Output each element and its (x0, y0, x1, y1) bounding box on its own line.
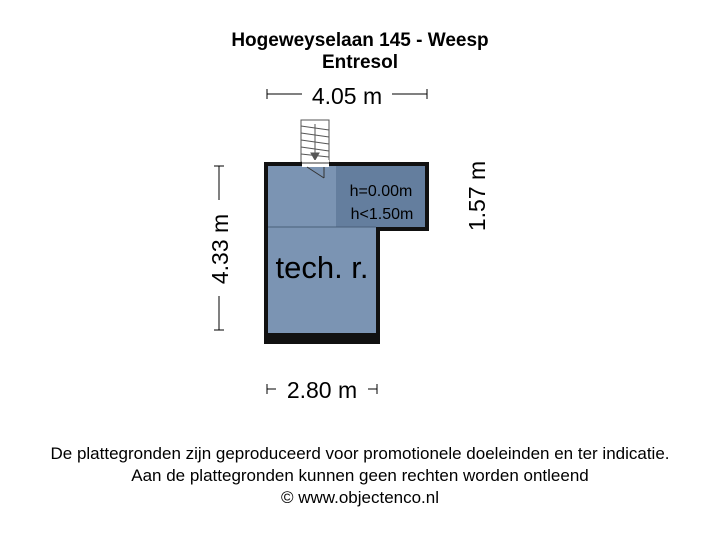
staircase-icon (300, 119, 330, 163)
floor-name: Entresol (321, 52, 399, 73)
low-height-zone (336, 166, 425, 227)
dimension-top-label: 4.05 m (312, 83, 382, 109)
dimension-bottom (266, 384, 378, 394)
disclaimer-line-1: De plattegronden zijn geproduceerd voor … (50, 444, 670, 463)
copyright-link[interactable]: © www.objectenco.nl (280, 488, 440, 507)
plan-title: Hogeweyselaan 145 - Weesp (231, 30, 489, 51)
disclaimer-line-2: Aan de plattegronden kunnen geen rechten… (131, 466, 589, 485)
dimension-top (266, 89, 428, 99)
height-label-limit: h<1.50m (351, 206, 414, 223)
door-icon (302, 160, 329, 179)
dimension-bottom-label: 2.80 m (287, 377, 357, 403)
dimension-left-label: 4.33 m (207, 214, 233, 284)
dimension-right-label: 1.57 m (464, 161, 490, 231)
room-label: tech. r. (275, 250, 368, 285)
height-label-low: h=0.00m (350, 183, 413, 200)
dimension-left (214, 165, 224, 331)
